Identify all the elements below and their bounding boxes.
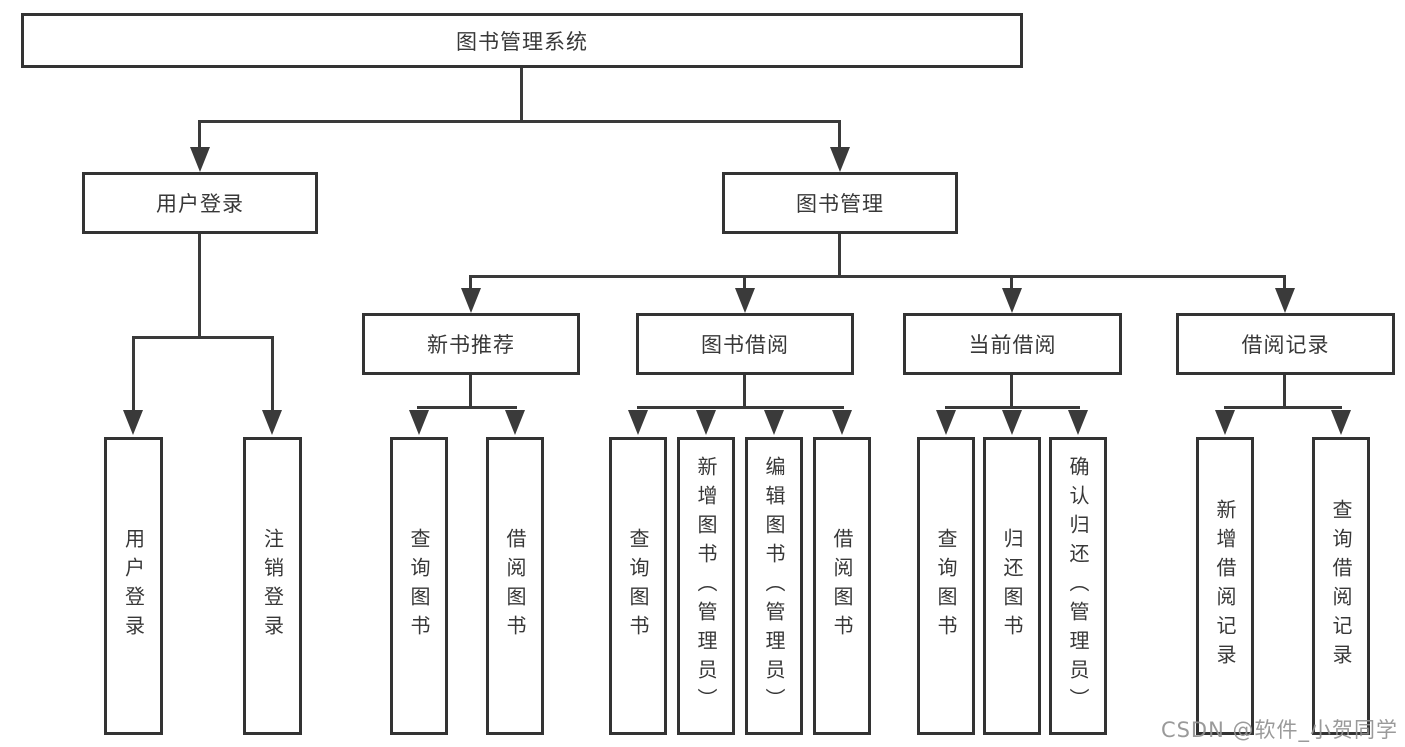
connector-group5-splitter — [1224, 406, 1342, 409]
leaf-br-query-record: 查询借阅记录 — [1312, 437, 1370, 735]
connector-group1-splitter — [132, 336, 274, 339]
connector-cb-drop — [1010, 375, 1013, 406]
leaf-bb-edit-book-admin: 编辑图书（管理员） — [745, 437, 803, 735]
connector-bb-stub — [743, 275, 746, 290]
connector-group2-splitter — [417, 406, 517, 409]
connector-user-login-stub — [198, 120, 201, 150]
connector-level2-splitter — [198, 120, 841, 123]
connector-group3-splitter — [637, 406, 844, 409]
arrow-to-leaf-bb-query — [628, 410, 648, 435]
arrow-to-user-login — [190, 147, 210, 172]
arrow-to-book-borrow — [735, 288, 755, 313]
leaf-cb-return-book: 归还图书 — [983, 437, 1041, 735]
leaf-br-add-record: 新增借阅记录 — [1196, 437, 1254, 735]
arrow-to-leaf-cb-confirm — [1068, 410, 1088, 435]
node-root: 图书管理系统 — [21, 13, 1023, 68]
arrow-to-leaf-bb-borrow — [832, 410, 852, 435]
connector-nb-stub — [469, 275, 472, 290]
leaf-cb-query-book: 查询图书 — [917, 437, 975, 735]
node-new-book-recommend: 新书推荐 — [362, 313, 580, 375]
node-book-borrow: 图书借阅 — [636, 313, 854, 375]
connector-root-drop — [520, 68, 523, 120]
arrow-to-leaf-br-query — [1331, 410, 1351, 435]
connector-cb-stub — [1010, 275, 1013, 290]
leaf-bb-borrow-book: 借阅图书 — [813, 437, 871, 735]
arrow-to-leaf-bb-edit — [764, 410, 784, 435]
leaf-cb-confirm-return-admin: 确认归还（管理员） — [1049, 437, 1107, 735]
arrow-to-leaf-nb-query — [409, 410, 429, 435]
arrow-to-book-mgmt — [830, 147, 850, 172]
arrow-to-leaf-nb-borrow — [505, 410, 525, 435]
leaf-bb-add-book-admin: 新增图书（管理员） — [677, 437, 735, 735]
connector-br-stub — [1283, 275, 1286, 290]
arrow-to-leaf-cb-return — [1002, 410, 1022, 435]
connector-group1-left-stub — [132, 336, 135, 411]
connector-bb-drop — [743, 375, 746, 406]
csdn-watermark: CSDN @软件_小贺同学 — [1160, 718, 1398, 742]
node-book-management: 图书管理 — [722, 172, 958, 234]
connector-group4-splitter — [945, 406, 1080, 409]
arrow-to-new-book-recommend — [461, 288, 481, 313]
connector-group1-right-stub — [271, 336, 274, 411]
arrow-to-leaf-logout — [262, 410, 282, 435]
arrow-to-leaf-cb-query — [936, 410, 956, 435]
connector-nb-drop — [469, 375, 472, 406]
connector-br-drop — [1283, 375, 1286, 406]
leaf-bb-query-book: 查询图书 — [609, 437, 667, 735]
node-current-borrow: 当前借阅 — [903, 313, 1122, 375]
leaf-logout: 注销登录 — [243, 437, 302, 735]
connector-book-mgmt-stub — [838, 120, 841, 150]
leaf-user-login: 用户登录 — [104, 437, 163, 735]
arrow-to-leaf-user-login — [123, 410, 143, 435]
arrow-to-current-borrow — [1002, 288, 1022, 313]
node-user-login: 用户登录 — [82, 172, 318, 234]
connector-level3-splitter — [469, 275, 1286, 278]
arrow-to-leaf-bb-add — [696, 410, 716, 435]
node-borrow-record: 借阅记录 — [1176, 313, 1395, 375]
leaf-nb-borrow-book: 借阅图书 — [486, 437, 544, 735]
arrow-to-borrow-record — [1275, 288, 1295, 313]
connector-user-login-drop — [198, 234, 201, 336]
arrow-to-leaf-br-add — [1215, 410, 1235, 435]
connector-book-mgmt-drop — [838, 234, 841, 275]
leaf-nb-query-book: 查询图书 — [390, 437, 448, 735]
